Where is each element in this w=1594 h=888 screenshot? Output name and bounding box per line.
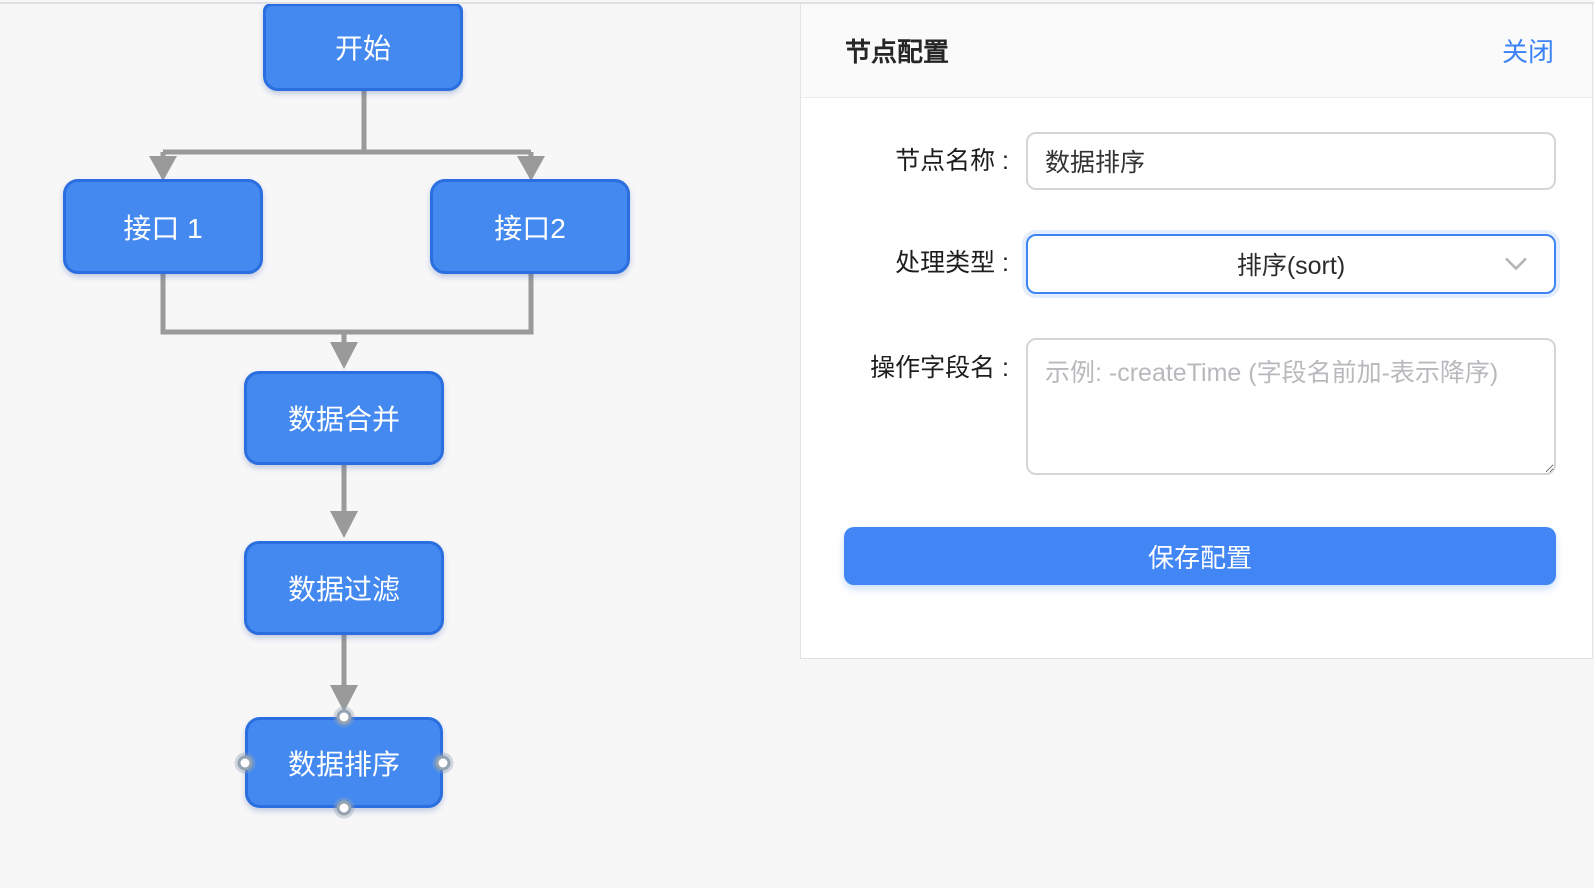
arrowhead-api1: [149, 156, 177, 181]
flow-node-sort-selected[interactable]: 数据排序: [237, 709, 451, 816]
arrowhead-api2: [517, 156, 545, 181]
flow-node-api1[interactable]: 接口 1: [63, 179, 263, 274]
flow-canvas: 开始 接口 1 接口2 数据合并 数据过滤 数据排序: [63, 3, 630, 816]
field-name-label: 操作字段名 :: [870, 354, 1009, 382]
arrowhead-filter: [330, 511, 358, 538]
node-name-label: 节点名称 :: [895, 147, 1009, 175]
flow-node-merge[interactable]: 数据合并: [244, 371, 444, 465]
panel-title: 节点配置: [845, 36, 950, 67]
panel-header: 节点配置 关闭: [801, 3, 1592, 98]
arrowhead-merge: [330, 342, 358, 369]
connection-handle-top[interactable]: [336, 709, 352, 725]
flow-node-start-label: 开始: [334, 33, 391, 64]
flow-node-api2-label: 接口2: [494, 212, 566, 244]
flow-edges: [149, 91, 545, 712]
chevron-down-icon: [1504, 257, 1528, 272]
arrowhead-sort: [330, 685, 358, 712]
form-row-field-name: 操作字段名 :: [844, 338, 1556, 480]
connection-handle-bottom[interactable]: [336, 800, 352, 816]
page-top-divider: [0, 2, 1594, 4]
form-row-node-name: 节点名称 :: [844, 132, 1556, 190]
flow-node-merge-label: 数据合并: [287, 404, 400, 435]
process-type-label: 处理类型 :: [895, 249, 1009, 277]
field-name-textarea[interactable]: [1026, 338, 1556, 475]
flow-node-api2[interactable]: 接口2: [430, 179, 630, 274]
process-type-select[interactable]: 排序(sort): [1026, 234, 1556, 294]
form-row-process-type: 处理类型 : 排序(sort): [844, 234, 1556, 294]
node-config-panel: 节点配置 关闭 节点名称 : 处理类型 : 排序(sort): [800, 2, 1593, 659]
flow-node-filter[interactable]: 数据过滤: [244, 541, 444, 635]
close-link[interactable]: 关闭: [1501, 36, 1554, 67]
flow-node-start[interactable]: 开始: [263, 3, 463, 91]
edge-merge-join: [160, 274, 534, 335]
flow-node-filter-label: 数据过滤: [287, 574, 400, 605]
flow-node-api1-label: 接口 1: [123, 212, 203, 244]
connection-handle-left[interactable]: [237, 755, 253, 770]
connection-handle-right[interactable]: [435, 755, 451, 770]
save-config-button[interactable]: 保存配置: [844, 527, 1556, 585]
node-name-input[interactable]: [1026, 132, 1556, 190]
panel-body: 节点名称 : 处理类型 : 排序(sort) 操作字段名 :: [801, 98, 1592, 585]
process-type-selected-value: 排序(sort): [1236, 252, 1346, 280]
flow-node-sort-label: 数据排序: [287, 748, 400, 780]
